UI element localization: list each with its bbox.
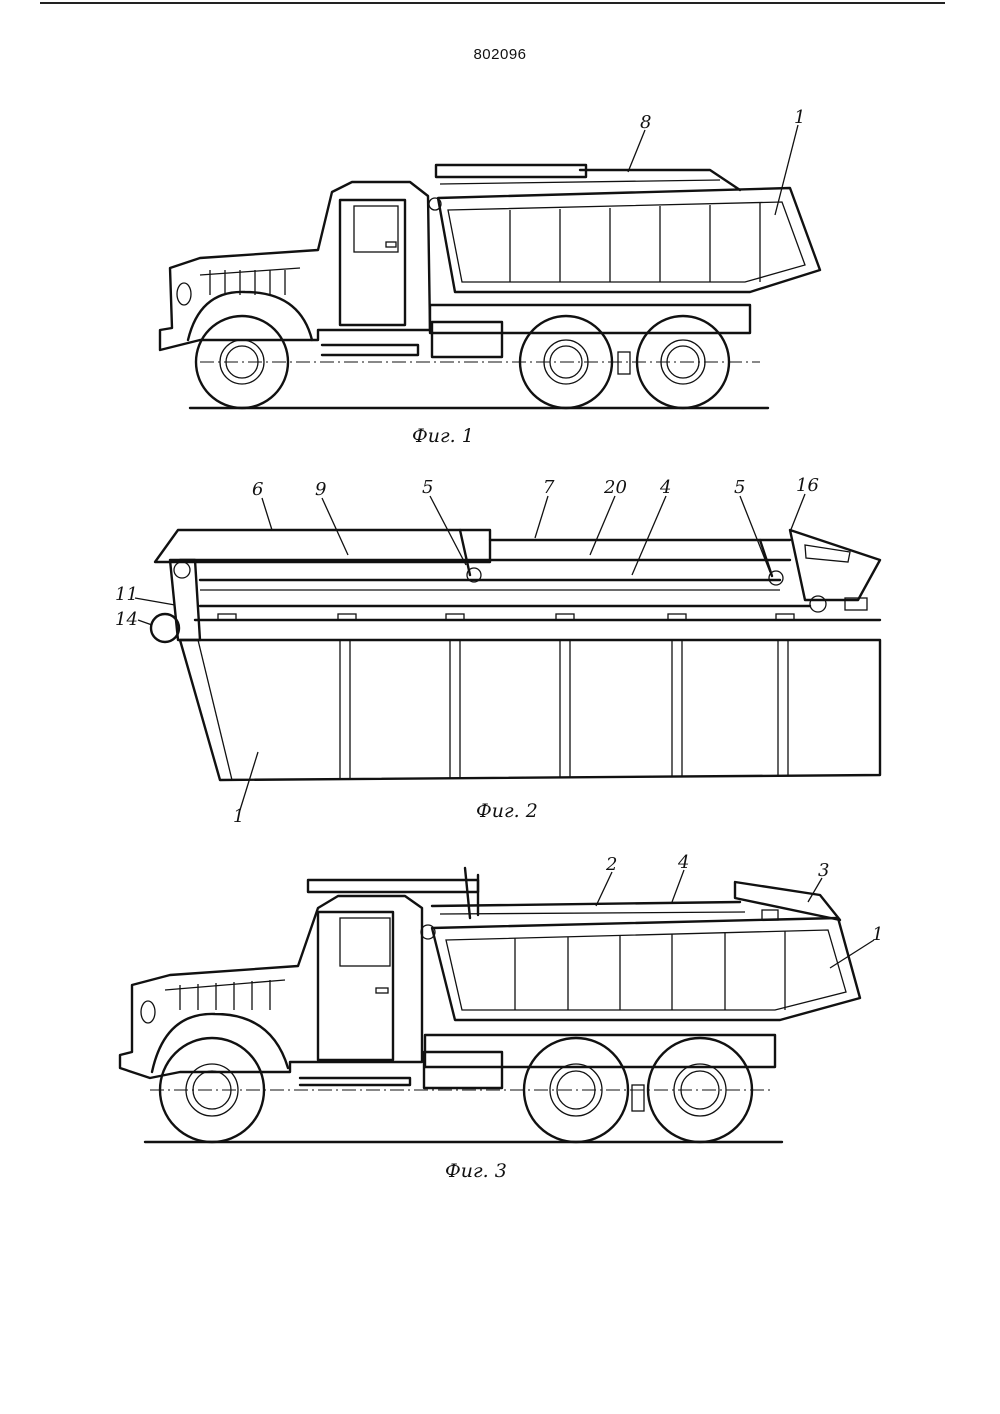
door-handle xyxy=(385,241,397,248)
cover-panel-folded xyxy=(306,878,480,894)
fig2-label-14: 14 xyxy=(115,609,138,630)
fig2-label-1: 1 xyxy=(233,806,244,827)
fig3-label-2: 2 xyxy=(605,854,617,875)
support-5b xyxy=(758,538,774,578)
fig2-label-5a: 5 xyxy=(422,477,433,498)
front-wheel xyxy=(194,314,290,410)
front-cap-16 xyxy=(788,528,882,602)
fig1-label-1: 1 xyxy=(794,107,805,128)
tow-hook xyxy=(631,1084,645,1112)
front-fender xyxy=(150,1012,290,1074)
fig1-label-8: 8 xyxy=(640,112,651,133)
headlight xyxy=(140,1000,156,1024)
patent-number: 802096 xyxy=(473,46,527,63)
door-handle xyxy=(375,987,389,994)
motor-14 xyxy=(149,612,181,644)
fig3-label-1: 1 xyxy=(872,924,883,945)
fig2-label-20: 20 xyxy=(603,477,627,498)
fig3-caption: Фиг. 3 xyxy=(445,1160,507,1182)
front-fender xyxy=(186,290,314,342)
hood-grille xyxy=(164,979,286,991)
support-5a xyxy=(458,528,472,577)
figure-3-dump-truck-open: 2 4 3 1 Фиг. 3 xyxy=(118,852,883,1182)
top-border-line xyxy=(40,2,945,4)
fig2-label-16: 16 xyxy=(796,475,819,496)
fig2-label-5b: 5 xyxy=(734,477,745,498)
cover-panel xyxy=(434,163,588,179)
cab-window xyxy=(339,917,391,967)
fig2-caption: Фиг. 2 xyxy=(476,800,538,822)
cover-rail xyxy=(578,168,742,192)
front-wheel xyxy=(158,1036,266,1144)
hinge-11 xyxy=(168,558,202,642)
dump-body xyxy=(436,186,822,294)
fuel-tank xyxy=(430,320,504,359)
cab-step xyxy=(320,343,420,357)
cab-step xyxy=(298,1076,412,1087)
fig2-label-11: 11 xyxy=(115,584,138,605)
figure-2-body-detail: 6 9 5 7 20 4 5 16 11 14 1 Фиг. 2 xyxy=(115,475,882,827)
roller-4 xyxy=(439,911,746,915)
cover-panel-6 xyxy=(153,528,492,564)
hood-grille xyxy=(199,267,301,276)
rear-wheel-2 xyxy=(635,314,731,410)
cab-window xyxy=(353,205,399,253)
figure-1-dump-truck: 8 1 Фиг. 1 xyxy=(158,107,822,447)
fuel-tank xyxy=(422,1050,504,1090)
body-side-1 xyxy=(178,638,882,782)
cab-door xyxy=(338,198,407,327)
fig2-label-4: 4 xyxy=(659,477,671,498)
fig3-label-3: 3 xyxy=(818,860,829,881)
rail-2 xyxy=(430,900,742,908)
fig3-label-4: 4 xyxy=(677,852,689,873)
fig2-label-6: 6 xyxy=(252,479,263,500)
fig1-caption: Фиг. 1 xyxy=(412,425,474,447)
cab-door xyxy=(316,910,395,1062)
headlight xyxy=(176,282,192,306)
cab-hood-outline xyxy=(158,180,432,352)
rear-wheel-1 xyxy=(522,1036,630,1144)
cab-hood-outline xyxy=(118,894,424,1080)
rear-wheel-1 xyxy=(518,314,614,410)
fig2-label-7: 7 xyxy=(543,477,555,498)
cover-roller xyxy=(439,179,721,185)
rear-wheel-2 xyxy=(646,1036,754,1144)
tow-hook xyxy=(617,351,631,375)
fig2-label-9: 9 xyxy=(315,479,326,500)
front-cap-3 xyxy=(733,880,842,922)
